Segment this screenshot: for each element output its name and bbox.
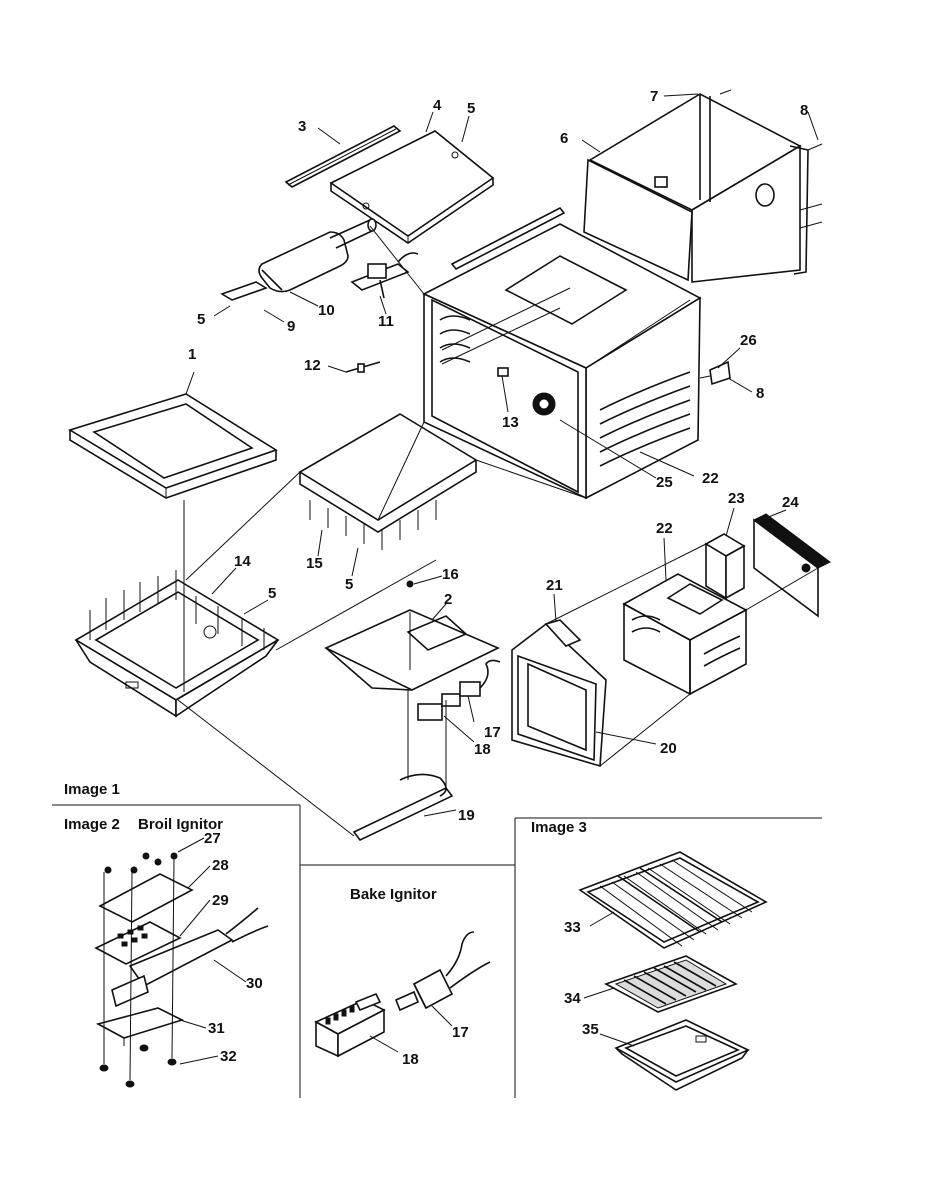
callout-31: 31 [208, 1020, 225, 1037]
panel-frames [52, 804, 822, 1098]
base-pan-screws [89, 570, 265, 650]
part-17-ignitor [394, 931, 491, 1012]
callout-11: 11 [378, 313, 394, 330]
part-19-bake-burner [352, 690, 454, 842]
part-21-front-frame [511, 619, 607, 768]
part-24-back-panel [753, 513, 831, 618]
part-1-door-glass [68, 393, 278, 499]
part-4-top-cover [329, 130, 495, 244]
callout-19: 19 [458, 807, 475, 824]
callout-10: 10 [318, 302, 335, 319]
callout-23: 23 [728, 490, 745, 507]
part-6-7-8-wrapper [583, 89, 823, 283]
callout-35: 35 [582, 1021, 599, 1038]
callout-20: 20 [660, 740, 677, 757]
title-image-3: Image 3 [531, 819, 587, 836]
part-30-broil-ignitor-body [111, 907, 269, 1008]
callout-34: 34 [564, 990, 581, 1007]
broil-ignitor-parts [94, 837, 269, 1088]
part-22-liner-small [622, 573, 748, 696]
callout-4: 4 [433, 97, 442, 114]
callout-28: 28 [212, 857, 229, 874]
callout-14: 14 [234, 553, 251, 570]
callout-5-left: 5 [197, 311, 205, 328]
part-3-trim-strip [284, 125, 402, 188]
callout-17-bake: 17 [452, 1024, 469, 1041]
title-image-1: Image 1 [64, 781, 120, 798]
section-titles: Image 1 Image 2 Broil Ignitor Bake Ignit… [64, 781, 587, 903]
callout-26: 26 [740, 332, 757, 349]
broil-leader-lines [103, 837, 247, 1081]
main-bake-ignitor [417, 659, 501, 721]
outer-cabinet [511, 513, 831, 768]
callout-24: 24 [782, 494, 799, 511]
part-27-screws [104, 852, 178, 874]
callout-13: 13 [502, 414, 519, 431]
callout-17-main: 17 [484, 724, 501, 741]
callout-12: 12 [304, 357, 321, 374]
rack-supports-right [599, 371, 691, 467]
rack-supports-left [439, 315, 471, 363]
callout-9: 9 [287, 318, 295, 335]
title-bake-ignitor: Bake Ignitor [350, 886, 437, 903]
callout-5-bottom: 5 [345, 576, 353, 593]
callout-30: 30 [246, 975, 263, 992]
part-18-ignitor-bracket [314, 992, 386, 1058]
racks-and-pan [578, 851, 768, 1091]
part-2-baffle [324, 580, 500, 691]
part-29-plate [94, 921, 182, 965]
callout-5-top: 5 [467, 100, 475, 117]
part-11-bracket [350, 252, 419, 299]
part-34-broil-grid [604, 955, 738, 1013]
callout-2: 2 [444, 591, 452, 608]
callout-5-pan: 5 [268, 585, 276, 602]
callout-25: 25 [656, 474, 673, 491]
callout-8-right: 8 [756, 385, 764, 402]
part-33-oven-rack [578, 851, 768, 949]
callout-22-liner: 22 [702, 470, 719, 487]
callout-22-small: 22 [656, 520, 673, 537]
callout-6: 6 [560, 130, 568, 147]
callout-3: 3 [298, 118, 306, 135]
callout-1: 1 [188, 346, 196, 363]
part-14-base-pan [74, 570, 280, 718]
side-strip [450, 206, 566, 271]
callout-27: 27 [204, 830, 221, 847]
callout-15: 15 [306, 555, 323, 572]
callout-8-top: 8 [800, 102, 808, 119]
callout-18-bake: 18 [402, 1051, 419, 1068]
part-32-washers [99, 1044, 177, 1088]
callout-numbers: 1 2 3 4 5 5 5 5 6 7 8 8 9 10 11 12 13 14… [188, 88, 808, 1068]
callout-16: 16 [442, 566, 459, 583]
bottom-panel-screws [309, 500, 437, 550]
callout-32: 32 [220, 1048, 237, 1065]
callout-29: 29 [212, 892, 229, 909]
leader-lines [177, 93, 819, 837]
callout-18-main: 18 [474, 741, 491, 758]
part-31-bracket [95, 1007, 185, 1046]
part-23-block [704, 533, 746, 600]
part-10-broil-assembly [220, 218, 377, 301]
part-28-plate [98, 873, 194, 923]
callout-21: 21 [546, 577, 563, 594]
callout-7: 7 [650, 88, 658, 105]
callout-33: 33 [564, 919, 581, 936]
part-35-broil-pan [614, 1019, 750, 1091]
title-broil-ignitor: Broil Ignitor [138, 816, 223, 833]
title-image-2: Image 2 [64, 816, 120, 833]
bake-ignitor-parts [314, 931, 491, 1058]
